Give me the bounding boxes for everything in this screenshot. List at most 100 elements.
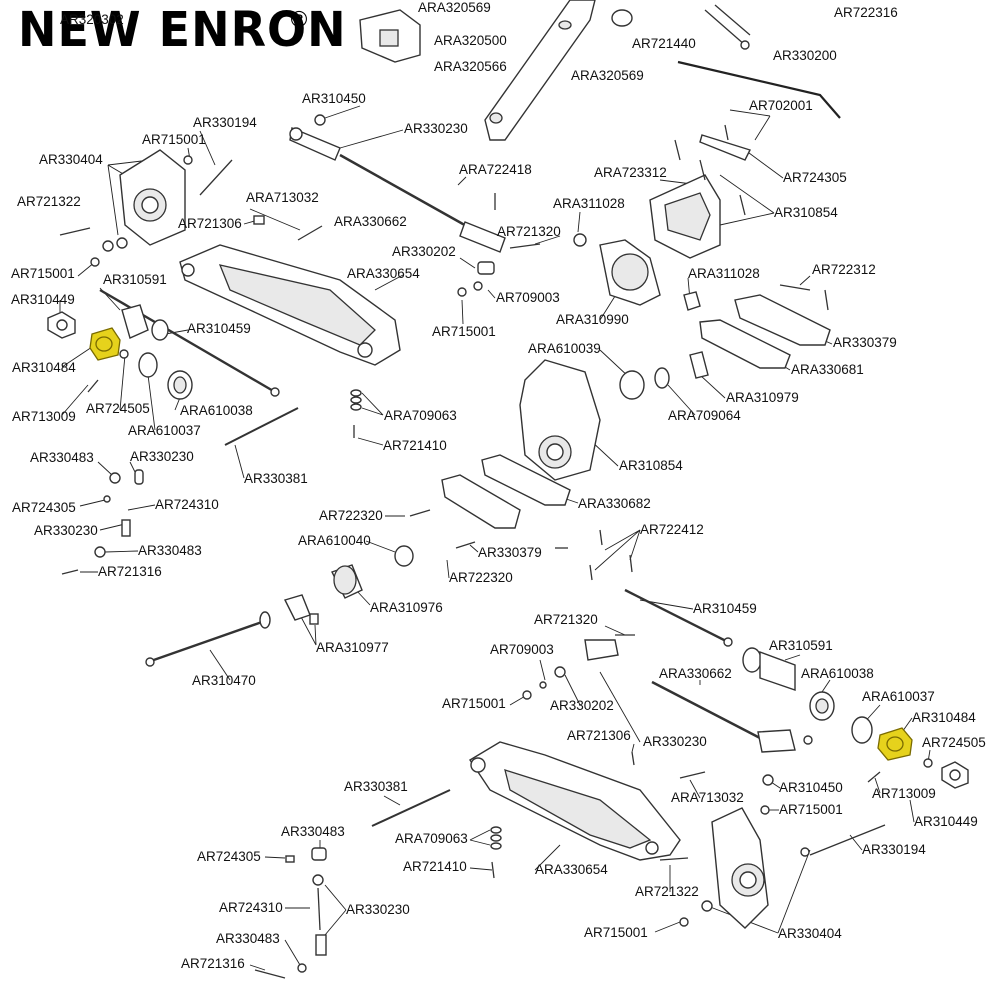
part-label: ARA330654: [347, 266, 420, 281]
brand-logo: NEW ENRON: [18, 0, 347, 58]
gearbox-center: [519, 351, 709, 481]
part-label: ARA610037: [128, 423, 201, 438]
part-label: AR721306: [567, 728, 631, 743]
part-label: AR330200: [773, 48, 837, 63]
part-label: AR724505: [922, 735, 986, 750]
part-label: AR330379: [478, 545, 542, 560]
part-label: ARA320569: [418, 0, 491, 15]
part-label: AR715001: [442, 696, 506, 711]
part-label: ARA320566: [434, 59, 507, 74]
part-label: AR310484: [912, 710, 976, 725]
lower-rod-parts: [254, 789, 502, 979]
part-label: ARA310977: [316, 640, 389, 655]
upper-turnbuckle: [289, 114, 506, 253]
part-label: AR724305: [783, 170, 847, 185]
part-label: AR330230: [130, 449, 194, 464]
top-pins: [704, 4, 751, 50]
part-label: ARA320569: [571, 68, 644, 83]
part-label: AR330202: [392, 244, 456, 259]
part-label: AR702001: [749, 98, 813, 113]
part-label: ARA610039: [528, 341, 601, 356]
part-label: ARA311028: [688, 266, 760, 281]
part-label: AR330381: [244, 471, 308, 486]
part-label: AR721410: [383, 438, 447, 453]
part-label: AR722312: [812, 262, 876, 277]
part-label: AR724310: [219, 900, 283, 915]
part-label: AR722320: [319, 508, 383, 523]
part-label: ARA709063: [384, 408, 457, 423]
part-label: AR330381: [344, 779, 408, 794]
part-label: AR722412: [640, 522, 704, 537]
part-label: AR721316: [181, 956, 245, 971]
part-label: AR721322: [635, 884, 699, 899]
hinge-plates-center: [441, 454, 571, 529]
camber-link-parts-left: [61, 469, 568, 575]
hub-carrier-right: [659, 774, 886, 929]
top-mount-block: [359, 9, 421, 63]
part-label: ARA610038: [180, 403, 253, 418]
part-label: AR310484: [12, 360, 76, 375]
part-label: AR715001: [432, 324, 496, 339]
part-label: AR330230: [404, 121, 468, 136]
part-label: AR721410: [403, 859, 467, 874]
part-label: AR724505: [86, 401, 150, 416]
part-label: ARA311028: [553, 196, 625, 211]
part-label: ARA722418: [459, 162, 532, 177]
part-label: ARA713032: [246, 190, 319, 205]
part-label: ARA610040: [298, 533, 371, 548]
part-label: ARA610038: [801, 666, 874, 681]
registered-mark: ®: [288, 8, 310, 33]
screws-top-right: [674, 124, 829, 311]
spacer-top: [611, 9, 633, 27]
part-label: ARA330681: [791, 362, 864, 377]
part-label: AR310459: [693, 601, 757, 616]
part-label: ARA330682: [578, 496, 651, 511]
part-label: AR715001: [779, 802, 843, 817]
part-label: AR330404: [778, 926, 842, 941]
part-label: AR713009: [12, 409, 76, 424]
part-label: AR310591: [103, 272, 167, 287]
part-label: AR722316: [834, 5, 898, 20]
lower-arm-front: [469, 741, 706, 861]
part-label: AR330483: [281, 824, 345, 839]
part-label: AR330230: [346, 902, 410, 917]
part-label: AR330483: [216, 931, 280, 946]
part-label: AR709003: [490, 642, 554, 657]
part-label: ARA709064: [668, 408, 741, 423]
washers-center: [224, 389, 362, 446]
part-label: AR724305: [12, 500, 76, 515]
brace-bar: [484, 0, 596, 141]
differential: [573, 233, 701, 311]
driveshaft-lower: [145, 588, 733, 667]
part-label: AR330483: [138, 543, 202, 558]
axle-parts-right: [867, 727, 969, 789]
part-label: AR330230: [34, 523, 98, 538]
outdrive-right: [742, 647, 873, 744]
part-label: AR709003: [496, 290, 560, 305]
part-label: AR310854: [774, 205, 838, 220]
part-label: ARA709063: [395, 831, 468, 846]
part-label: AR715001: [142, 132, 206, 147]
part-label: AR721440: [632, 36, 696, 51]
part-label: AR310591: [769, 638, 833, 653]
part-label: ARA610037: [862, 689, 935, 704]
part-label: AR721322: [17, 194, 81, 209]
part-label: ARA330654: [535, 862, 608, 877]
part-label: AR310450: [779, 780, 843, 795]
part-label: AR330483: [30, 450, 94, 465]
part-label: ARA310976: [370, 600, 443, 615]
gearbox-housing-top: [649, 174, 721, 259]
part-label: AR721320: [497, 224, 561, 239]
part-label: AR310449: [914, 814, 978, 829]
bearing-and-cup-mid: [283, 545, 414, 625]
small-link-parts: [59, 193, 541, 297]
screws-mid-right: [589, 529, 633, 581]
part-label: AR330379: [833, 335, 897, 350]
part-label: AR330194: [862, 842, 926, 857]
upper-link-lower: [522, 634, 813, 753]
part-label: AR320302: [60, 12, 124, 27]
axle-parts-left: [47, 311, 193, 400]
